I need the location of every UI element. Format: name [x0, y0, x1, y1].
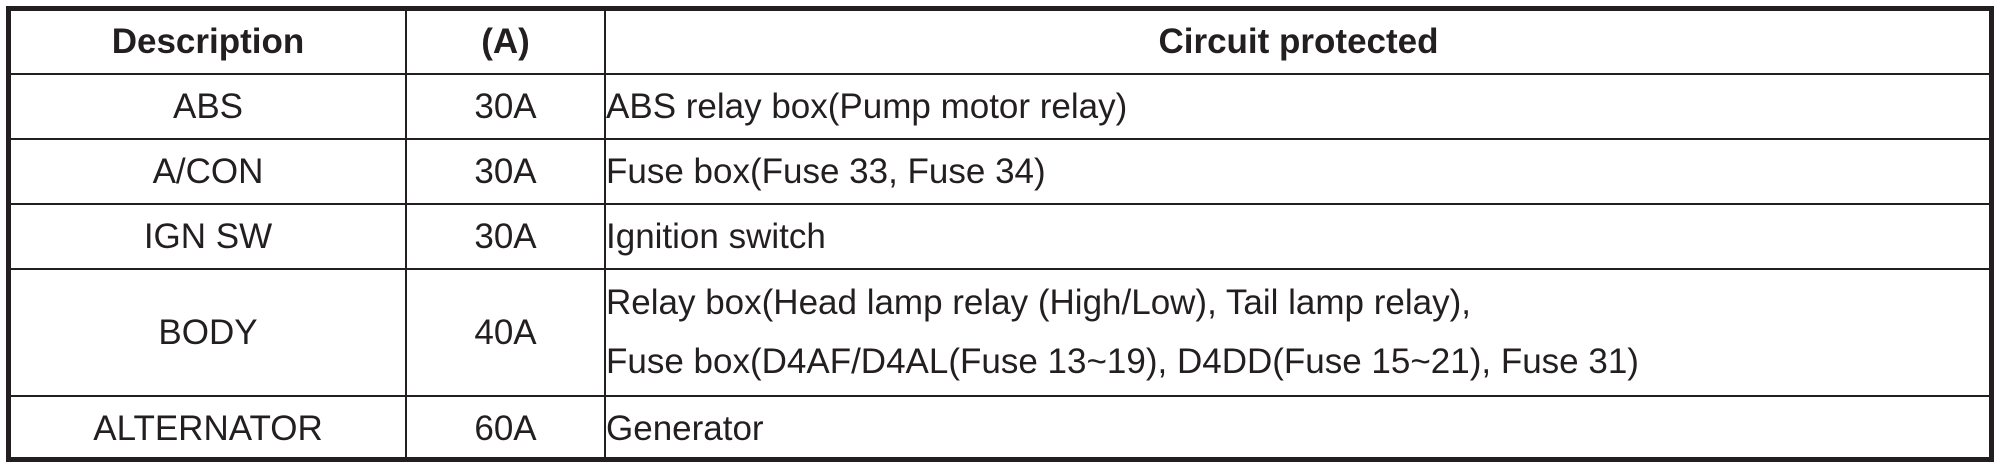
- cell-circuit: Generator: [604, 395, 1993, 462]
- circuit-line: Generator: [606, 408, 764, 448]
- cell-amps: 30A: [405, 203, 606, 270]
- cell-description: BODY: [9, 268, 407, 397]
- table-row: ALTERNATOR 60A Generator: [9, 395, 1993, 462]
- fuse-table: Description (A) Circuit protected ABS 30…: [9, 9, 1993, 462]
- header-description: Description: [9, 9, 407, 75]
- cell-amps: 60A: [405, 395, 606, 462]
- table-row: ABS 30A ABS relay box(Pump motor relay): [9, 73, 1993, 140]
- cell-circuit: Fuse box(Fuse 33, Fuse 34): [604, 138, 1993, 205]
- table-header-row: Description (A) Circuit protected: [9, 9, 1993, 75]
- cell-description: ALTERNATOR: [9, 395, 407, 462]
- cell-circuit: ABS relay box(Pump motor relay): [604, 73, 1993, 140]
- table-row: IGN SW 30A Ignition switch: [9, 203, 1993, 270]
- circuit-line: Fuse box(Fuse 33, Fuse 34): [606, 151, 1046, 191]
- cell-description: ABS: [9, 73, 407, 140]
- circuit-line: Fuse box(D4AF/D4AL(Fuse 13~19), D4DD(Fus…: [606, 342, 1639, 381]
- cell-description: A/CON: [9, 138, 407, 205]
- cell-amps: 30A: [405, 73, 606, 140]
- table-row: BODY 40A Relay box(Head lamp relay (High…: [9, 268, 1993, 397]
- header-circuit-protected: Circuit protected: [604, 9, 1993, 75]
- cell-amps: 30A: [405, 138, 606, 205]
- circuit-line: Relay box(Head lamp relay (High/Low), Ta…: [606, 283, 1471, 323]
- header-amps: (A): [405, 9, 606, 75]
- cell-description: IGN SW: [9, 203, 407, 270]
- cell-amps: 40A: [405, 268, 606, 397]
- cell-circuit: Relay box(Head lamp relay (High/Low), Ta…: [604, 268, 1993, 397]
- circuit-line: ABS relay box(Pump motor relay): [606, 86, 1128, 126]
- circuit-line: Ignition switch: [606, 216, 826, 256]
- cell-circuit: Ignition switch: [604, 203, 1993, 270]
- table-row: A/CON 30A Fuse box(Fuse 33, Fuse 34): [9, 138, 1993, 205]
